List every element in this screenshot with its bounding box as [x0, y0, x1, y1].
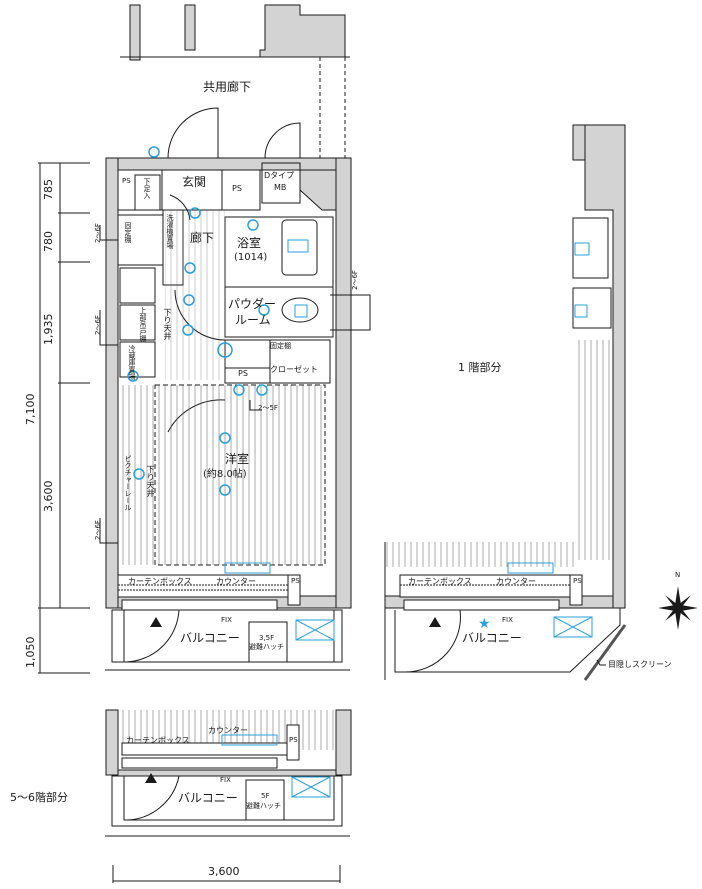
western-room-size: (約8.0帖): [203, 469, 247, 480]
fixed-shelf-label: 固定棚: [270, 342, 291, 350]
powder-room-label-1: パウダー: [228, 297, 277, 311]
closet-label: クローゼット: [270, 365, 318, 374]
privacy-screen-label: 目隠しスクリーン: [608, 660, 672, 669]
fixed-shelf-vertical: 固定棚: [124, 222, 132, 243]
counter-label: カウンター: [216, 577, 256, 586]
mb-label: Dタイプ: [264, 171, 295, 180]
corridor-walls: [120, 4, 350, 61]
curtain-box-label-1f: カーテンボックス: [408, 577, 472, 586]
bath-label: 浴室: [237, 236, 262, 250]
counter-label-1f: カウンター: [496, 577, 536, 586]
balcony-label-1f: バルコニー: [462, 631, 522, 645]
ps-label-3: PS: [238, 369, 248, 378]
note-2-6f-4: 2〜6F: [351, 270, 359, 290]
svg-text:★: ★: [478, 616, 491, 632]
compass-north-label: N: [675, 571, 681, 579]
bath-size: (1014): [234, 252, 268, 263]
ps-label-1: PS: [122, 177, 131, 185]
note-2-5f: 2〜5F: [258, 404, 278, 412]
ps-balcony-label: PS: [291, 577, 300, 585]
upper-cabinet-label: 上部吊戸棚: [139, 307, 147, 342]
dim-780: 780: [42, 231, 55, 252]
compass-rose: [658, 586, 698, 630]
dim-3600-vertical: 3,600: [42, 480, 55, 513]
balcony-label: バルコニー: [180, 631, 240, 645]
first-floor-section-label: 1 階部分: [458, 361, 502, 374]
hatch-floor-5f: 5F: [261, 792, 270, 800]
lowered-ceiling-label-1: 下り天井: [163, 308, 172, 340]
laundry-space-label: 洗濯機置場: [166, 214, 174, 249]
floors-5-6-section-label: 5〜6階部分: [10, 791, 68, 804]
main-unit-walls: [105, 157, 352, 609]
hall-label: 廊下: [190, 231, 215, 245]
fix-label-56f: FIX: [220, 776, 231, 784]
fridge-space-label: 冷蔵庫置場: [128, 345, 136, 380]
dim-1935: 1,935: [42, 313, 55, 346]
curtain-box-label: カーテンボックス: [128, 577, 192, 586]
curtain-box-label-56f: カーテンボックス: [126, 736, 190, 745]
hatch-floors: 3,5F: [259, 634, 275, 642]
hatch-label-56f: 避難ハッチ: [246, 802, 281, 810]
picture-rail-label: ピクチャーレール: [124, 455, 132, 511]
shoe-cabinet-label: 下足入: [143, 178, 151, 199]
entrance-label: 玄関: [182, 175, 207, 189]
dim-1050: 1,050: [24, 636, 37, 669]
powder-room-label-2: ルーム: [235, 313, 271, 327]
dim-total-7100: 7,100: [24, 393, 37, 426]
fix-label: FIX: [221, 616, 232, 624]
ps-label-1f: PS: [573, 577, 582, 585]
hatch-label: 避難ハッチ: [249, 643, 284, 651]
note-2-6f-3: 2〜6F: [94, 520, 102, 540]
western-room-label: 洋室: [225, 452, 250, 466]
lowered-ceiling-label-2: 下り天井: [146, 465, 155, 497]
note-2-6f-1: 2〜6F: [94, 223, 102, 243]
dim-width-3600: 3,600: [208, 865, 240, 878]
fix-label-1f: FIX: [502, 616, 513, 624]
ps-label-56f: PS: [289, 736, 298, 744]
ps-label-2: PS: [232, 184, 242, 193]
corridor-label: 共用廊下: [203, 80, 252, 94]
balcony-label-56f: バルコニー: [178, 791, 238, 805]
counter-label-56f: カウンター: [208, 726, 248, 735]
dim-785: 785: [42, 179, 55, 200]
mb-label-2: MB: [274, 183, 287, 192]
note-2-6f-2: 2〜6F: [94, 315, 102, 335]
upper-floor-walls: [105, 709, 352, 777]
